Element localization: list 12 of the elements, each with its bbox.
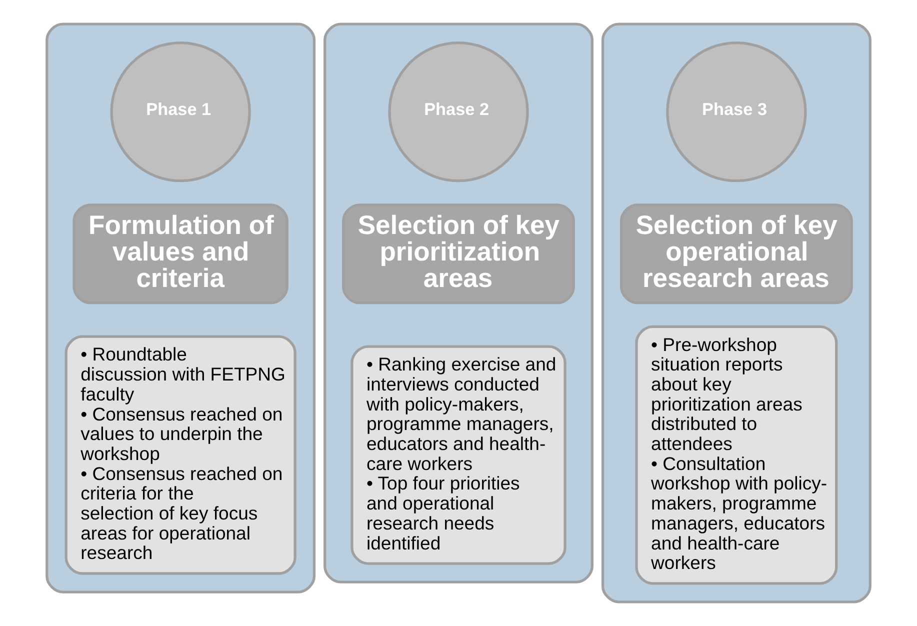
node-box: Selection of key prioritization areas [342,204,575,304]
node-box: Formulation of values and criteria [72,204,288,304]
node-box: • Roundtable discussion with FETPNG faculty • Consensus reached on values to underpin the workshop • Consensus reached on criteria for the selection of key focus areas for operational research [64,335,296,575]
node-box: • Pre-workshop situation reports about key prioritization areas distributed to attendees • Consultation workshop with policy-makers, programme managers, educators and health-care workers [635,325,838,585]
cluster [601,22,872,604]
node-box: Selection of key operational research areas [620,204,853,304]
node-circle: Phase 3 [666,41,807,182]
node-circle: Phase 1 [110,41,251,182]
cluster [324,22,594,584]
node-box: • Ranking exercise and interviews conducted with policy-makers, programme managers, educators and health-care workers • Top four priorities and operational research needs identified [350,345,566,565]
cluster [46,22,316,594]
node-circle: Phase 2 [388,41,529,182]
